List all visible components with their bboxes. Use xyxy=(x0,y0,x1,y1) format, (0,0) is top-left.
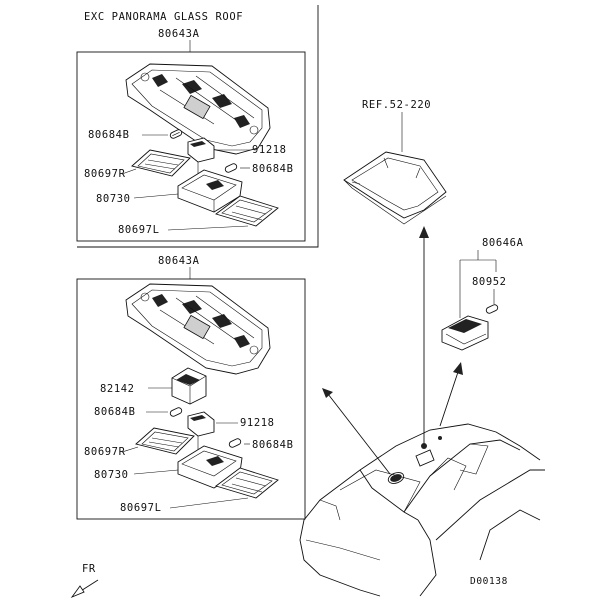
top-leader-lens-right xyxy=(121,168,137,175)
roof-console-ref: REF.52-220 xyxy=(343,99,447,225)
top-box-title: EXC PANORAMA GLASS ROOF xyxy=(84,11,243,23)
top-inner-box xyxy=(76,51,306,242)
bottom-leader-lens-right xyxy=(121,446,139,453)
bottom-label-lens-right: 80697R xyxy=(84,446,126,458)
bottom-label-base: 80730 xyxy=(94,469,129,481)
cargo-bulb-label: 80952 xyxy=(472,276,507,288)
bottom-leader-base xyxy=(133,469,179,475)
top-bulb-left xyxy=(169,129,183,139)
bottom-lens-right xyxy=(135,427,195,455)
top-label-lens-right: 80697R xyxy=(84,168,126,180)
bottom-switch xyxy=(187,411,215,458)
top-lens-right xyxy=(131,149,191,177)
top-lens-left xyxy=(215,195,279,227)
bottom-box-part-number: 80643A xyxy=(158,255,200,267)
bottom-base xyxy=(177,445,243,489)
arrow-front-dome xyxy=(327,393,391,475)
cargo-lamp: 80646A 80952 xyxy=(441,237,524,351)
front-direction-indicator: FR xyxy=(70,563,99,599)
bottom-bulb-right xyxy=(228,438,242,448)
bottom-inner-box xyxy=(76,278,306,520)
top-bulb-right xyxy=(224,163,238,173)
ref-label: REF.52-220 xyxy=(362,99,431,111)
bottom-bulb-left xyxy=(169,407,183,417)
top-leader-base xyxy=(133,193,179,199)
bottom-leader-lens-left xyxy=(169,497,249,509)
arrow-cargo-lamp xyxy=(439,371,459,427)
bottom-unit xyxy=(171,367,207,405)
top-dome-housing xyxy=(125,63,271,155)
bottom-label-bulb-left: 80684B xyxy=(94,406,136,418)
top-label-base: 80730 xyxy=(96,193,131,205)
vehicle-outline xyxy=(299,423,545,597)
bottom-label-unit: 82142 xyxy=(100,383,135,395)
fr-label: FR xyxy=(82,563,96,575)
cargo-bulb xyxy=(485,304,499,314)
bottom-label-bulb-right: 80684B xyxy=(252,439,294,451)
top-label-bulb-right: 80684B xyxy=(252,163,294,175)
top-switch xyxy=(187,137,215,178)
top-leader-lens-left xyxy=(167,225,249,231)
bottom-label-switch: 91218 xyxy=(240,417,275,429)
top-label-lens-left: 80697L xyxy=(118,224,160,236)
top-label-switch: 91218 xyxy=(252,144,287,156)
fr-arrow-head xyxy=(70,585,85,599)
location-arrows xyxy=(322,226,463,475)
top-box-border xyxy=(77,5,319,248)
bottom-lens-left xyxy=(215,467,279,499)
top-box-part-number: 80643A xyxy=(158,28,200,40)
drawing-code: D00138 xyxy=(470,576,508,587)
top-box: EXC PANORAMA GLASS ROOF 80643A 80684B 91… xyxy=(76,5,319,248)
bottom-box: 80643A 82142 80684B xyxy=(76,255,306,520)
top-label-bulb-left: 80684B xyxy=(88,129,130,141)
bottom-label-lens-left: 80697L xyxy=(120,502,162,514)
bottom-dome-housing xyxy=(125,283,271,375)
cargo-lamp-label: 80646A xyxy=(482,237,524,249)
